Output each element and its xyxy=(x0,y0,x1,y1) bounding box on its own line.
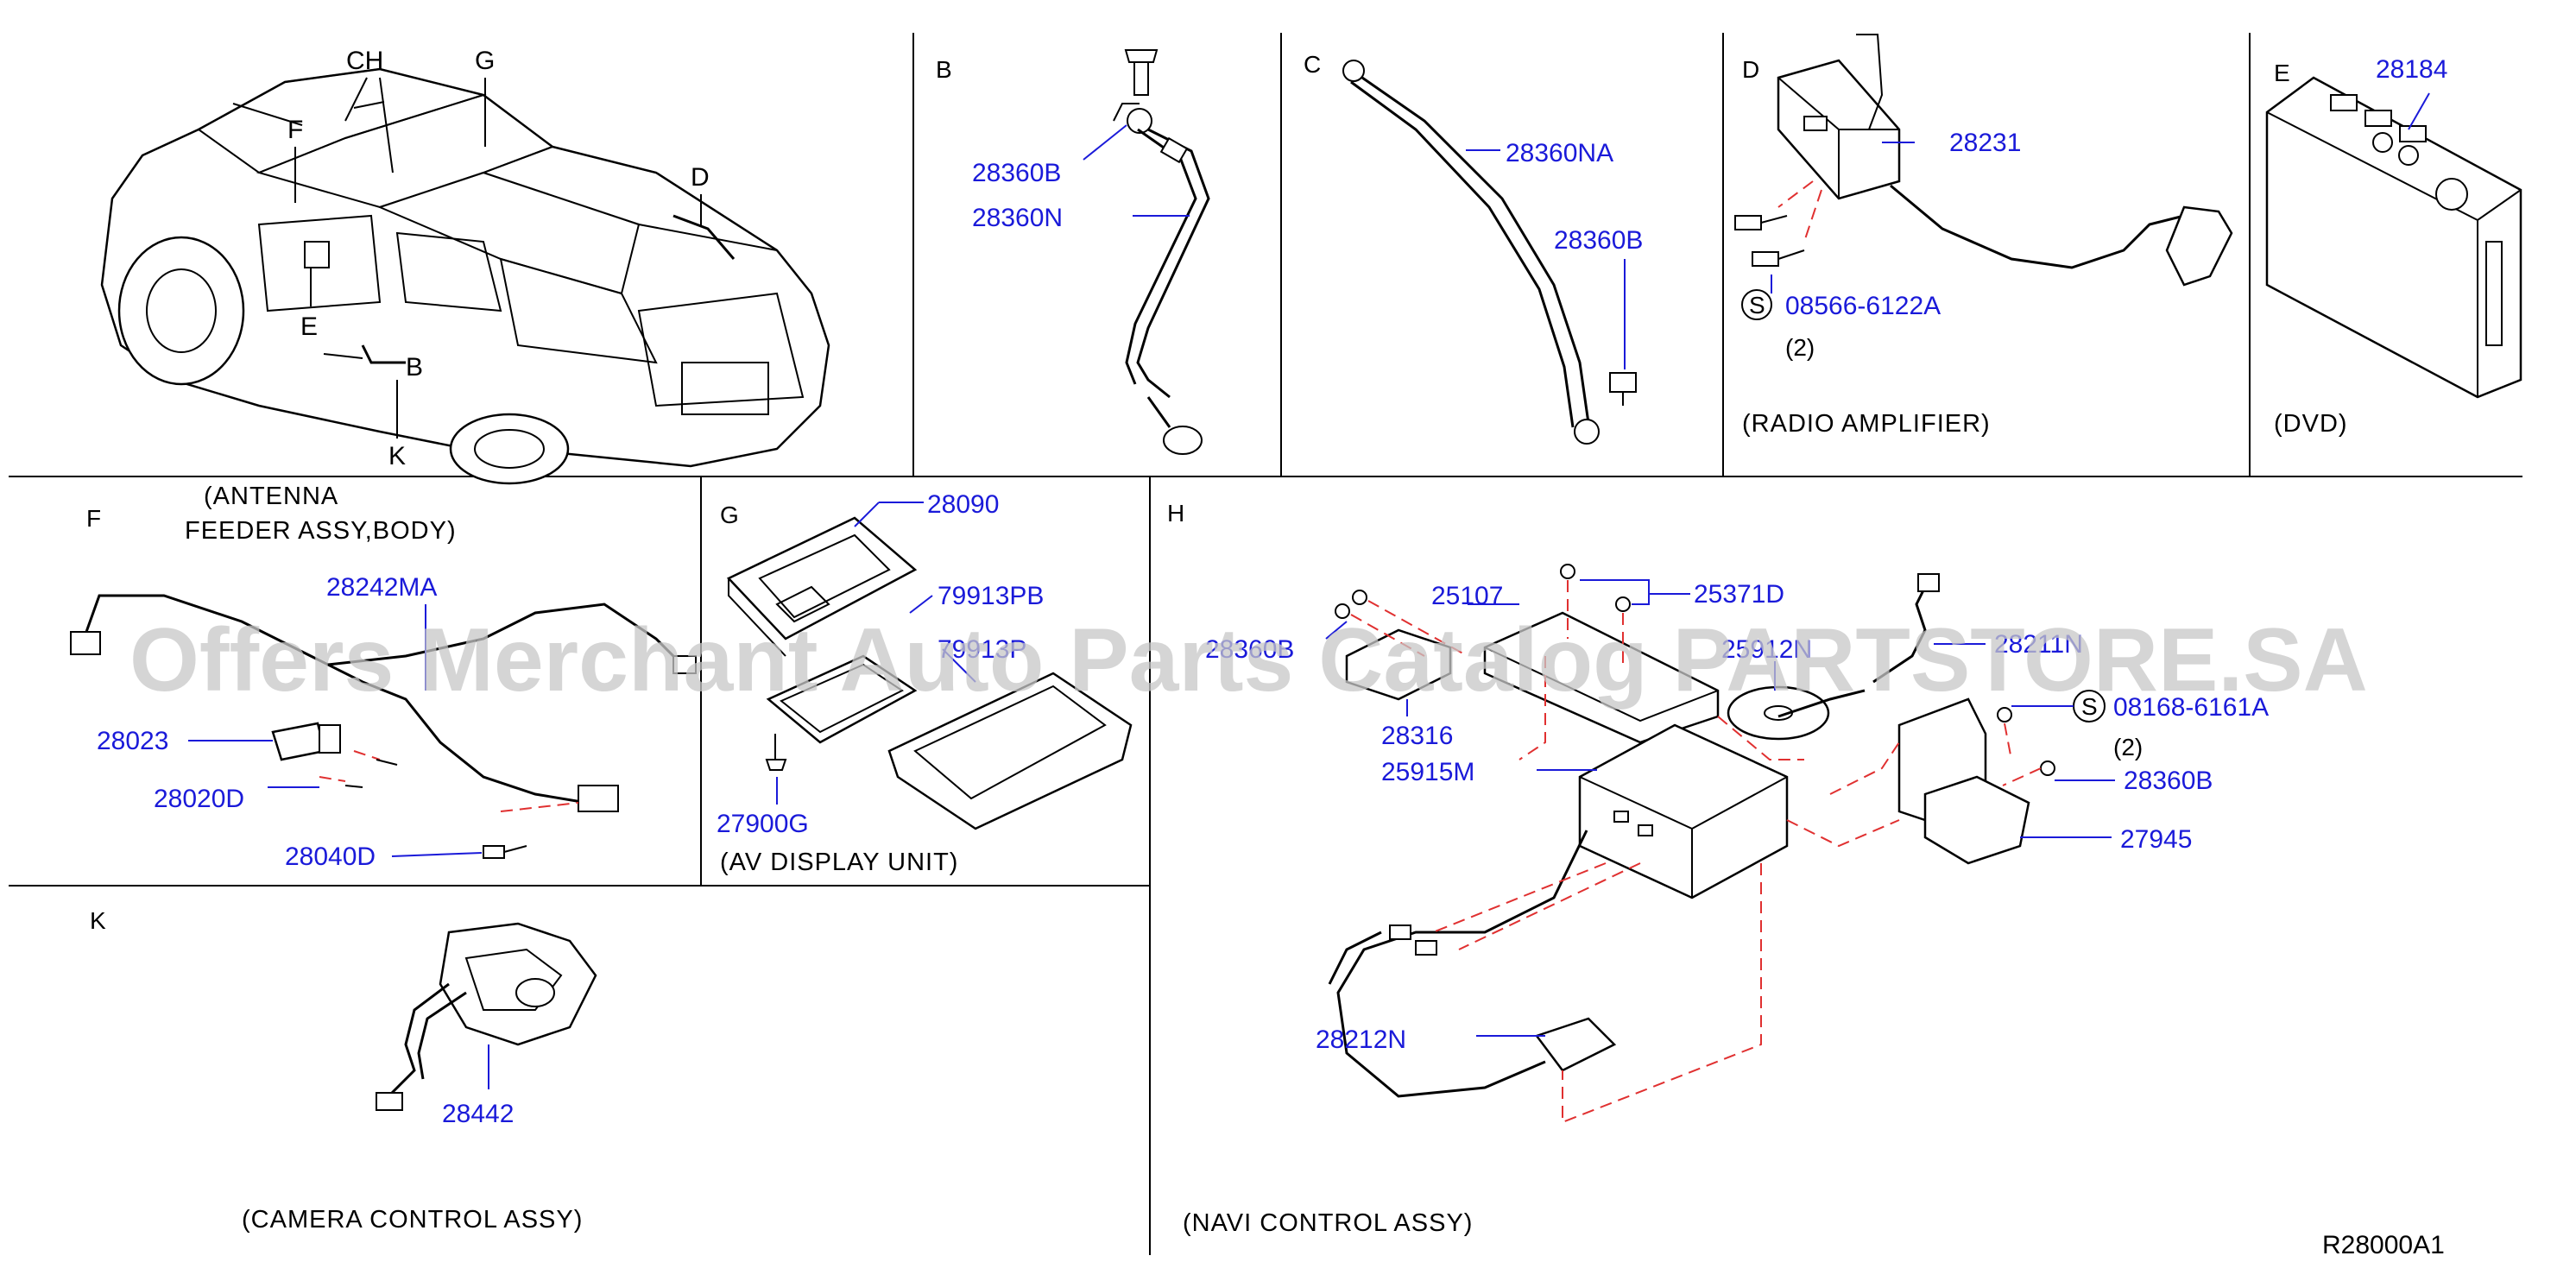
qty-d: (2) xyxy=(1785,334,1815,361)
panel-letter-k: K xyxy=(90,907,106,934)
part-28360b-c[interactable]: 28360B xyxy=(1554,226,1643,255)
reference-code: R28000A1 xyxy=(2322,1231,2445,1259)
s-symbol-h: S xyxy=(2081,693,2098,720)
part-28023[interactable]: 28023 xyxy=(97,727,168,755)
panel-e: E 28184 (DVD) xyxy=(2265,55,2522,438)
panel-g: G 28090 79913PB 79913P 27900G (AV DISPLA… xyxy=(717,490,1133,876)
s-symbol-d: S xyxy=(1749,292,1765,319)
panel-c: C 28360NA 28360B xyxy=(1304,51,1643,445)
panel-k: K 28442 (CAMERA CONTROL ASSY) xyxy=(90,907,597,1234)
callout-g[interactable]: G xyxy=(475,47,495,75)
callout-b[interactable]: B xyxy=(406,353,423,382)
callout-k[interactable]: K xyxy=(388,442,406,470)
caption-radio-amplifier: (RADIO AMPLIFIER) xyxy=(1742,410,1991,438)
callout-d[interactable]: D xyxy=(691,163,710,192)
panel-letter-g: G xyxy=(720,502,739,528)
panel-letter-e: E xyxy=(2274,60,2290,86)
caption-camera-control: (CAMERA CONTROL ASSY) xyxy=(242,1206,583,1234)
part-08168-6161a[interactable]: 08168-6161A xyxy=(2113,693,2269,722)
caption-av-display-unit: (AV DISPLAY UNIT) xyxy=(720,849,958,876)
part-25915m[interactable]: 25915M xyxy=(1381,758,1474,786)
panel-b: B 28360B 28360N xyxy=(936,49,1210,455)
part-28211n[interactable]: 28211N xyxy=(1994,630,2083,659)
part-25371d[interactable]: 25371D xyxy=(1694,580,1784,609)
callout-f[interactable]: F xyxy=(287,116,303,144)
part-28231[interactable]: 28231 xyxy=(1949,129,2021,157)
panel-letter-d: D xyxy=(1742,56,1759,83)
part-28360b-h1[interactable]: 28360B xyxy=(1205,635,1294,664)
caption-navi-control: (NAVI CONTROL ASSY) xyxy=(1183,1209,1473,1237)
part-27945[interactable]: 27945 xyxy=(2120,825,2192,854)
qty-h: (2) xyxy=(2113,734,2143,760)
part-28316[interactable]: 28316 xyxy=(1381,722,1453,750)
part-08566-6122a[interactable]: 08566-6122A xyxy=(1785,292,1941,320)
panel-letter-h: H xyxy=(1167,500,1184,527)
watermark-text: Offers Merchant Auto Parts Catalog PARTS… xyxy=(129,610,2368,710)
part-28242ma[interactable]: 28242MA xyxy=(326,573,437,602)
vehicle-callouts: CH G F D E B K xyxy=(287,47,710,470)
caption-antenna-line1: (ANTENNA xyxy=(204,483,338,510)
part-28360na[interactable]: 28360NA xyxy=(1506,139,1613,167)
part-28360b[interactable]: 28360B xyxy=(972,159,1061,187)
part-28360b-h2[interactable]: 28360B xyxy=(2124,767,2213,795)
part-28090[interactable]: 28090 xyxy=(927,490,999,519)
caption-dvd: (DVD) xyxy=(2274,410,2348,438)
part-25912n[interactable]: 25912N xyxy=(1721,635,1812,664)
part-28020d[interactable]: 28020D xyxy=(154,785,244,813)
part-28212n[interactable]: 28212N xyxy=(1316,1025,1406,1054)
callout-ch[interactable]: CH xyxy=(346,47,383,75)
callout-e[interactable]: E xyxy=(300,312,318,341)
panel-h: H xyxy=(1167,500,2269,1237)
panel-letter-c: C xyxy=(1304,51,1321,78)
part-28040d[interactable]: 28040D xyxy=(285,842,376,871)
panel-letter-b: B xyxy=(936,56,952,83)
vehicle-overview xyxy=(100,67,830,485)
part-28184[interactable]: 28184 xyxy=(2376,55,2447,84)
panel-grid xyxy=(9,33,2522,1255)
part-79913pb[interactable]: 79913PB xyxy=(938,582,1044,610)
part-27900g[interactable]: 27900G xyxy=(717,810,809,838)
panel-letter-f: F xyxy=(86,505,101,532)
part-25107[interactable]: 25107 xyxy=(1431,582,1503,610)
part-28442[interactable]: 28442 xyxy=(442,1100,514,1128)
panel-d: D 28231 S 08566-6122A (2) (RADIO AMPLIFI… xyxy=(1734,34,2233,438)
part-79913p[interactable]: 79913P xyxy=(938,635,1026,664)
caption-antenna-line2: FEEDER ASSY,BODY) xyxy=(185,517,457,545)
panel-f: F (ANTENNA FEEDER ASSY,BODY) 28242MA 280… xyxy=(70,483,697,871)
part-28360n[interactable]: 28360N xyxy=(972,204,1063,232)
